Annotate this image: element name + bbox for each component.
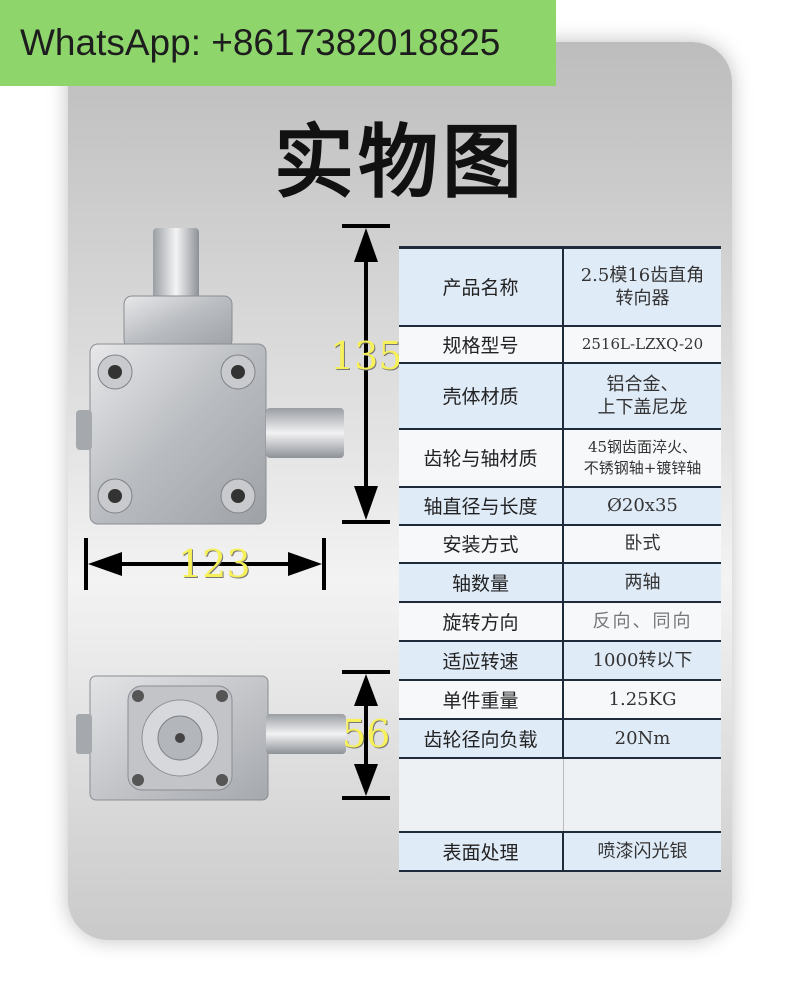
spec-label: 轴数量: [399, 562, 564, 603]
spec-label: 适应转速: [399, 640, 564, 681]
spec-row: 表面处理 喷漆闪光银: [399, 831, 721, 872]
spec-label: 齿轮与轴材质: [399, 428, 564, 488]
spec-label: 产品名称: [399, 246, 564, 327]
spec-label: 表面处理: [399, 831, 564, 872]
dimension-depth: 56: [342, 712, 391, 756]
spec-label: 壳体材质: [399, 362, 564, 430]
spec-value: 卧式: [563, 524, 721, 564]
spec-label: 旋转方向: [399, 601, 564, 642]
blurred-label: [399, 757, 564, 833]
spec-row: 单件重量 1.25KG: [399, 679, 721, 720]
spec-value: 两轴: [563, 562, 721, 603]
spec-row: 适应转速 1000转以下: [399, 640, 721, 681]
spec-value: 45钢齿面淬火、 不锈钢轴+镀锌轴: [563, 428, 721, 488]
spec-row: 齿轮径向负载 20Nm: [399, 718, 721, 759]
gearbox-front-view: [76, 228, 344, 525]
spec-label: 单件重量: [399, 679, 564, 720]
spec-label: 安装方式: [399, 524, 564, 564]
spec-value: 2.5模16齿直角 转向器: [563, 246, 721, 327]
spec-row: 轴数量 两轴: [399, 562, 721, 603]
spec-row: 旋转方向 反向、同向: [399, 601, 721, 642]
dimension-width: 123: [178, 542, 251, 586]
spec-row: 壳体材质 铝合金、 上下盖尼龙: [399, 362, 721, 430]
spec-value: 铝合金、 上下盖尼龙: [563, 362, 721, 430]
spec-value: Ø20x35: [563, 486, 721, 526]
spec-row: 齿轮与轴材质 45钢齿面淬火、 不锈钢轴+镀锌轴: [399, 428, 721, 488]
spec-value: 喷漆闪光银: [563, 831, 721, 872]
spec-table: 产品名称 2.5模16齿直角 转向器 规格型号 2516L-LZXQ-20 壳体…: [399, 246, 721, 872]
spec-label: 规格型号: [399, 325, 564, 364]
blurred-value: [563, 757, 721, 833]
spec-row: 轴直径与长度 Ø20x35: [399, 486, 721, 526]
spec-row: 产品名称 2.5模16齿直角 转向器: [399, 246, 721, 327]
whatsapp-text: WhatsApp: +8617382018825: [20, 22, 501, 63]
spec-label: 轴直径与长度: [399, 486, 564, 526]
dimension-height: 135: [330, 334, 403, 378]
spec-value: 20Nm: [563, 718, 721, 759]
gearbox-top-view: [76, 675, 346, 801]
spec-value: 反向、同向: [563, 601, 721, 642]
spec-value: 1.25KG: [563, 679, 721, 720]
spec-row-blurred: [399, 757, 721, 833]
spec-value: 2516L-LZXQ-20: [563, 325, 721, 364]
spec-row: 安装方式 卧式: [399, 524, 721, 564]
spec-row: 规格型号 2516L-LZXQ-20: [399, 325, 721, 364]
whatsapp-banner: WhatsApp: +8617382018825: [0, 0, 556, 86]
page-title: 实物图: [274, 116, 526, 209]
spec-value: 1000转以下: [563, 640, 721, 681]
spec-label: 齿轮径向负载: [399, 718, 564, 759]
